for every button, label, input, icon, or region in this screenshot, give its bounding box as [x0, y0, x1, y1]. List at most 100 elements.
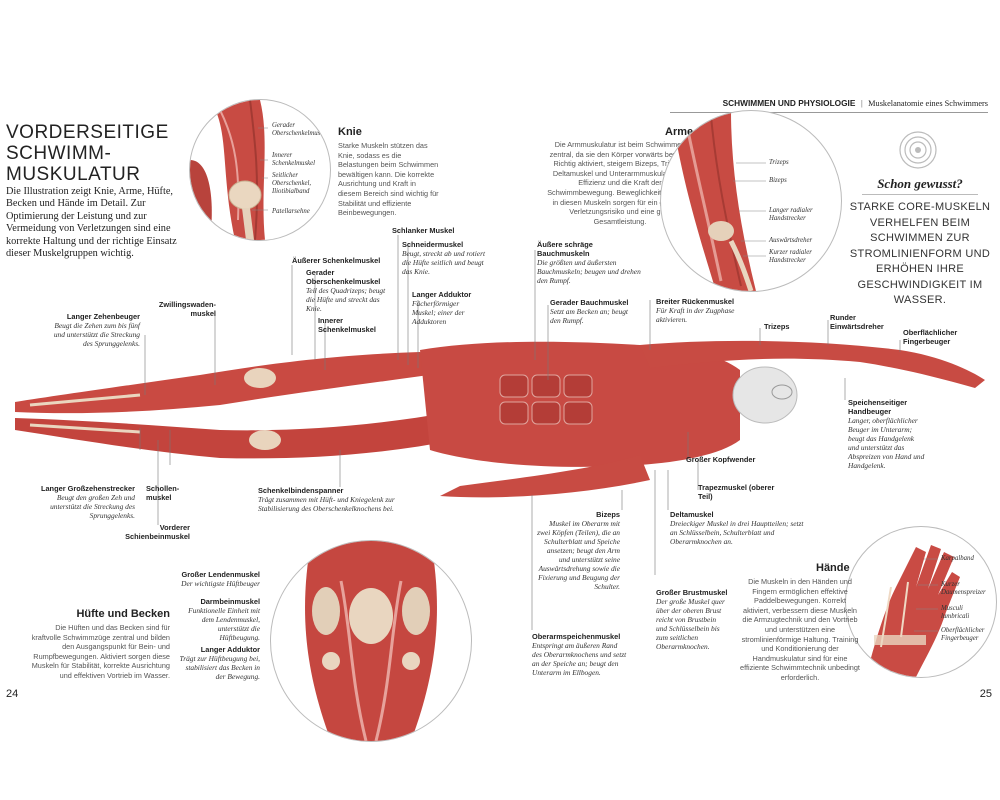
knee-inset: Gerader Oberschenkelmuskel Innerer Schen… — [189, 99, 331, 241]
label-title: Äußere schräge Bauchmuskeln — [537, 240, 593, 258]
label-trizeps: Trizeps — [764, 322, 804, 331]
label-fingerbeuger: Oberflächlicher Fingerbeuger — [903, 328, 973, 346]
label-title: Vorderer Schienbeinmuskel — [125, 523, 190, 541]
label-zwillings: Zwillingswaden-muskel — [150, 300, 216, 318]
arm-label-1: Trizeps — [769, 159, 789, 166]
hip-section: Hüfte und Becken Die Hüften und das Beck… — [30, 608, 170, 681]
label-title: Großer Kopfwender — [686, 455, 756, 464]
arm-illustration — [671, 111, 766, 291]
page-title: VORDERSEITIGE SCHWIMM- MUSKULATUR — [6, 122, 169, 185]
knee-section: Knie Starke Muskeln stützen das Knie, so… — [338, 126, 440, 218]
label-description: Trägt zusammen mit Hüft- und Kniegelenk … — [258, 495, 395, 513]
label-title: Gerader Oberschenkelmuskel — [306, 268, 381, 286]
title-line1: VORDERSEITIGE — [6, 122, 169, 143]
label-description: Der große Muskel quer über der oberen Br… — [656, 597, 725, 651]
arm-label-5: Kurzer radialer Handstrecker — [769, 249, 812, 264]
label-title: Trizeps — [764, 322, 790, 331]
label-description: Dreieckiger Muskel in drei Hauptteilen; … — [670, 519, 804, 546]
label-description: Setzt am Becken an; beugt den Rumpf. — [550, 307, 628, 325]
label-title: Langer Adduktor — [200, 645, 260, 654]
label-description: Trägt zur Hüftbeugung bei, stabilisiert … — [179, 654, 260, 681]
arm-label-4: Auswärtsdreher — [769, 237, 813, 244]
hand-title: Hände — [816, 562, 850, 574]
page-number-right: 25 — [979, 688, 992, 700]
label-aeusserer: Äußerer Schenkelmuskel — [292, 256, 392, 265]
arms-section: Arme Die Armmuskulatur ist beim Schwimme… — [545, 126, 695, 226]
ripple-icon — [899, 131, 937, 169]
label-title: Deltamuskel — [670, 510, 714, 519]
label-title: Großer Lendenmuskel — [181, 570, 260, 579]
arm-label-3: Langer radialer Handstrecker — [769, 207, 813, 222]
arms-body: Die Armmuskulatur ist beim Schwimmen zen… — [547, 140, 693, 226]
label-title: Oberarmspeichenmuskel — [532, 632, 621, 641]
label-trapez: Trapezmuskel (oberer Teil) — [698, 483, 778, 501]
label-description: Entspringt am äußeren Rand des Oberarmkn… — [532, 641, 627, 677]
label-title: Darmbeinmuskel — [200, 597, 260, 606]
label-description: Für Kraft in der Zugphase aktivieren. — [656, 306, 735, 324]
fact-icon — [898, 130, 938, 170]
label-title: Innerer Schenkelmuskel — [318, 316, 376, 334]
hand-body: Die Muskeln in den Händen und Fingern er… — [740, 577, 860, 682]
label-kopfwender: Großer Kopfwender — [686, 455, 766, 464]
label-title: Oberflächlicher Fingerbeuger — [903, 328, 958, 346]
arms-title: Arme — [665, 126, 694, 138]
header-rule — [670, 112, 988, 113]
label-schollen: Schollen-muskel — [146, 484, 186, 502]
label-description: Die größten und äußersten Bauchmuskeln; … — [537, 258, 641, 285]
hand-section: Hände Die Muskeln in den Händen und Fing… — [740, 562, 860, 683]
title-line3: MUSKULATUR — [6, 164, 141, 185]
label-schlanker: Schlanker Muskel — [392, 226, 472, 235]
hand-illustration — [866, 545, 960, 677]
arm-label-2: Bizeps — [769, 177, 787, 184]
label-title: Bizeps — [596, 510, 620, 519]
hip-illustration — [305, 541, 437, 741]
label-title: Runder Einwärtsdreher — [830, 313, 884, 331]
label-description: Funktionelle Einheit mit dem Lendenmuske… — [188, 606, 260, 642]
fact-rule-top — [862, 194, 978, 195]
label-title: Trapezmuskel (oberer Teil) — [698, 483, 775, 501]
intro-text: Die Illustration zeigt Knie, Arme, Hüfte… — [6, 186, 177, 260]
knee-label-4: Patellarsehne — [272, 208, 310, 215]
hip-inset — [270, 540, 472, 742]
hand-label-2: Kurzer Daumenspreizer — [941, 581, 986, 596]
arm-inset: Trizeps Bizeps Langer radialer Handstrec… — [660, 110, 842, 292]
label-title: Langer Adduktor — [412, 290, 472, 299]
label-title: Langer Großzehenstrecker — [40, 484, 135, 493]
hand-inset: Karpalband Kurzer Daumenspreizer Musculi… — [845, 526, 997, 678]
knee-illustration — [190, 100, 268, 240]
header-section: SCHWIMMEN UND PHYSIOLOGIE — [722, 98, 856, 108]
hip-title: Hüfte und Becken — [76, 608, 170, 620]
label-title: Langer Zehenbeuger — [66, 312, 140, 321]
label-description: Beugt, streckt ab und rotiert die Hüfte … — [402, 249, 485, 276]
label-description: Muskel im Oberarm mit zwei Köpfen (Teile… — [537, 519, 620, 591]
label-description: Fächerförmiger Muskel; einer der Addukto… — [412, 299, 465, 326]
fact-title: Schon gewusst? — [877, 176, 963, 191]
label-title: Zwillingswaden-muskel — [158, 300, 216, 318]
knee-title: Knie — [338, 126, 362, 138]
hand-label-1: Karpalband — [941, 555, 974, 562]
header-subtitle: Muskelanatomie eines Schwimmers — [868, 99, 988, 108]
label-title: Gerader Bauchmuskel — [550, 298, 629, 307]
label-einwaerts: Runder Einwärtsdreher — [830, 313, 900, 331]
label-title: Schollen-muskel — [146, 484, 180, 502]
knee-label-3: Seitlicher Oberschenkel, Iliotibialband — [272, 172, 312, 195]
hand-label-3: Musculi lumbricali — [941, 605, 970, 620]
fact-body: STARKE CORE-MUSKELN VERHELFEN BEIM SCHWI… — [849, 201, 991, 306]
label-description: Langer, oberflächlicher Beuger im Untera… — [848, 416, 925, 470]
page-number-left: 24 — [6, 688, 19, 700]
label-title: Breiter Rückenmuskel — [656, 297, 735, 306]
hand-label-4: Oberflächlicher Fingerbeuger — [941, 627, 985, 642]
